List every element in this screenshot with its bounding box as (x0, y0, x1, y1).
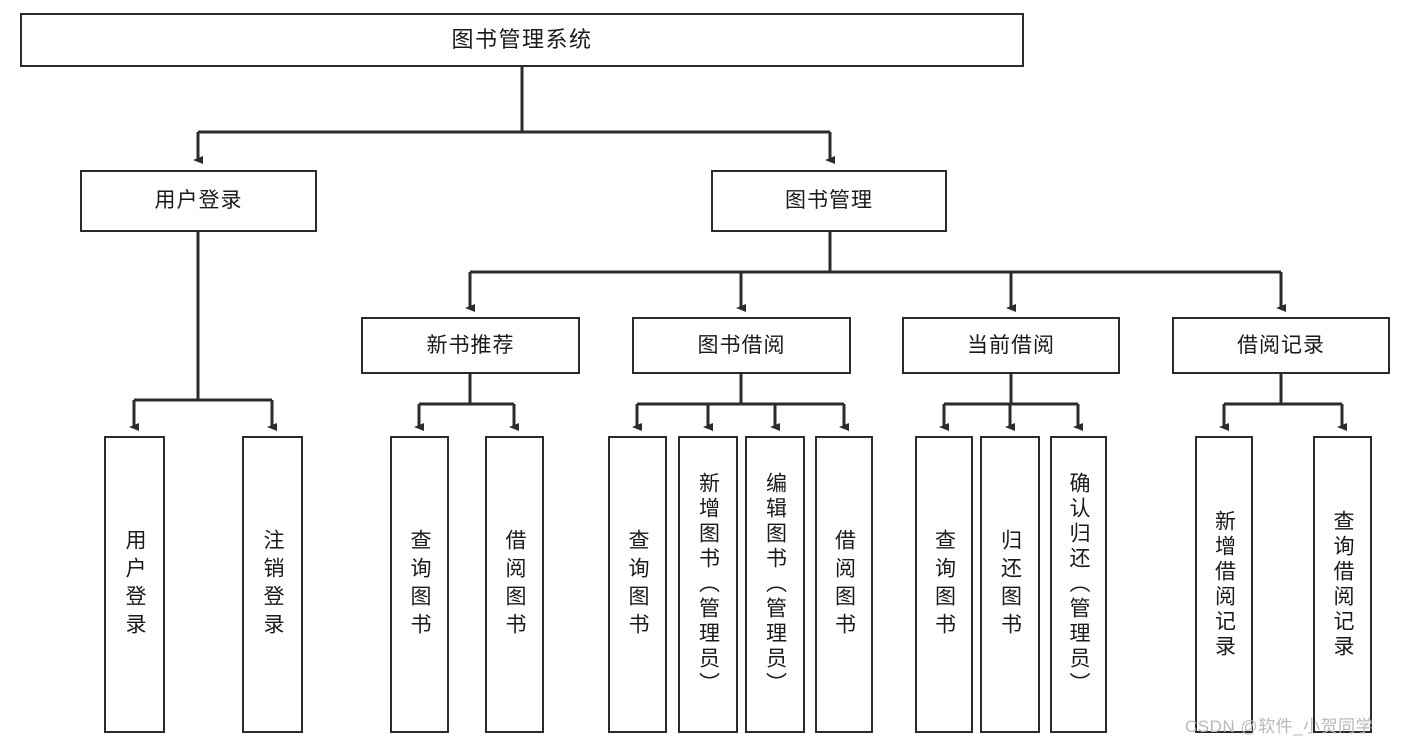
leaf-query-book-recommend[interactable]: 查询图书 (390, 436, 449, 733)
leaf-edit-book-admin[interactable]: 编辑图书（管理员） (745, 436, 805, 733)
leaf-user-login[interactable]: 用户登录 (104, 436, 165, 733)
node-book-manage[interactable]: 图书管理 (711, 170, 947, 232)
node-user-login[interactable]: 用户登录 (80, 170, 317, 232)
leaf-add-borrow-record[interactable]: 新增借阅记录 (1195, 436, 1253, 733)
leaf-logout-login[interactable]: 注销登录 (242, 436, 303, 733)
node-borrow-record[interactable]: 借阅记录 (1172, 317, 1390, 374)
leaf-query-book-borrow[interactable]: 查询图书 (608, 436, 667, 733)
leaf-return-book[interactable]: 归还图书 (980, 436, 1040, 733)
csdn-watermark: CSDN @软件_小贺同学 (1185, 717, 1374, 736)
node-new-book-recommend[interactable]: 新书推荐 (361, 317, 580, 374)
node-book-borrow[interactable]: 图书借阅 (632, 317, 851, 374)
leaf-borrow-book[interactable]: 借阅图书 (815, 436, 873, 733)
leaf-borrow-book-recommend[interactable]: 借阅图书 (485, 436, 544, 733)
node-current-borrow[interactable]: 当前借阅 (902, 317, 1120, 374)
leaf-query-borrow-record[interactable]: 查询借阅记录 (1313, 436, 1372, 733)
leaf-confirm-return-admin[interactable]: 确认归还（管理员） (1050, 436, 1107, 733)
node-root-system[interactable]: 图书管理系统 (20, 13, 1024, 67)
leaf-add-book-admin[interactable]: 新增图书（管理员） (678, 436, 738, 733)
leaf-query-book-current[interactable]: 查询图书 (915, 436, 973, 733)
